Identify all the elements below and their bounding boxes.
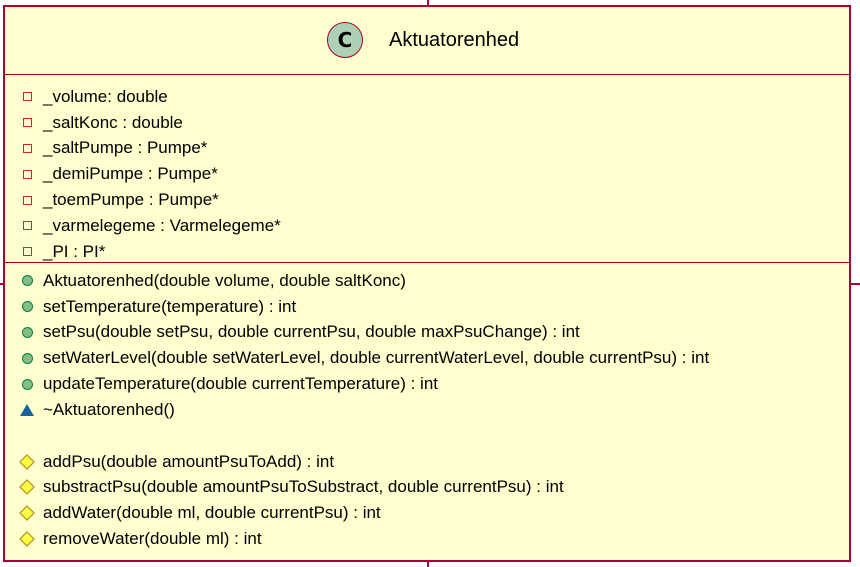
protected-visibility-icon bbox=[19, 531, 35, 547]
private-visibility-icon bbox=[19, 244, 35, 260]
private-visibility-icon bbox=[19, 166, 35, 182]
method-row: addPsu(double amountPsuToAdd) : int bbox=[5, 449, 849, 475]
public-visibility-icon bbox=[19, 350, 35, 366]
field-row: _saltPumpe : Pumpe* bbox=[5, 136, 849, 162]
method-text: ~Aktuatorenhed() bbox=[43, 399, 175, 419]
method-text: updateTemperature(double currentTemperat… bbox=[43, 374, 438, 394]
field-text: _volume: double bbox=[43, 86, 168, 106]
connector-left bbox=[0, 283, 4, 285]
private-visibility-icon bbox=[19, 192, 35, 208]
field-row: _toemPumpe : Pumpe* bbox=[5, 187, 849, 213]
fields-section: _volume: double _saltKonc : double _salt… bbox=[5, 75, 849, 263]
field-text: _PI : PI* bbox=[43, 241, 106, 261]
field-row: _saltKonc : double bbox=[5, 110, 849, 136]
field-row: _varmelegeme : Varmelegeme* bbox=[5, 213, 849, 239]
private-visibility-icon bbox=[19, 218, 35, 234]
method-text: setTemperature(temperature) : int bbox=[43, 296, 297, 316]
method-row: addWater(double ml, double currentPsu) :… bbox=[5, 500, 849, 526]
connector-bottom bbox=[427, 561, 429, 567]
method-row: setWaterLevel(double setWaterLevel, doub… bbox=[5, 345, 849, 371]
private-visibility-icon bbox=[19, 115, 35, 131]
protected-visibility-icon bbox=[19, 505, 35, 522]
field-text: _saltPumpe : Pumpe* bbox=[43, 138, 208, 158]
field-row: _PI : PI* bbox=[5, 239, 849, 265]
field-row: _demiPumpe : Pumpe* bbox=[5, 161, 849, 187]
method-row: substractPsu(double amountPsuToSubstract… bbox=[5, 475, 849, 501]
private-visibility-icon bbox=[19, 140, 35, 156]
method-row: setPsu(double setPsu, double currentPsu,… bbox=[5, 320, 849, 346]
method-text: addPsu(double amountPsuToAdd) : int bbox=[43, 451, 335, 471]
public-visibility-icon bbox=[19, 376, 35, 392]
method-text: setPsu(double setPsu, double currentPsu,… bbox=[43, 322, 580, 342]
field-text: _demiPumpe : Pumpe* bbox=[43, 164, 218, 184]
field-text: _saltKonc : double bbox=[43, 112, 183, 132]
method-row: setTemperature(temperature) : int bbox=[5, 294, 849, 320]
method-row: removeWater(double ml) : int bbox=[5, 526, 849, 552]
method-text: Aktuatorenhed(double volume, double salt… bbox=[43, 270, 406, 290]
connector-top bbox=[427, 0, 429, 6]
public-visibility-icon bbox=[19, 273, 35, 289]
class-name: Aktuatorenhed bbox=[389, 29, 520, 51]
method-group-separator bbox=[5, 423, 849, 449]
method-row: ~Aktuatorenhed() bbox=[5, 397, 849, 423]
private-visibility-icon bbox=[19, 89, 35, 105]
class-header: C Aktuatorenhed bbox=[5, 7, 849, 75]
public-visibility-icon bbox=[19, 324, 35, 340]
protected-visibility-icon bbox=[19, 453, 35, 470]
field-row: _volume: double bbox=[5, 84, 849, 110]
connector-right bbox=[850, 283, 860, 285]
protected-visibility-icon bbox=[19, 479, 35, 496]
methods-section: Aktuatorenhed(double volume, double salt… bbox=[5, 263, 849, 552]
method-row: Aktuatorenhed(double volume, double salt… bbox=[5, 268, 849, 294]
package-visibility-icon bbox=[19, 402, 35, 418]
method-text: addWater(double ml, double currentPsu) :… bbox=[43, 503, 381, 523]
method-text: removeWater(double ml) : int bbox=[43, 529, 262, 549]
class-stereotype-icon: C bbox=[327, 22, 363, 58]
method-text: setWaterLevel(double setWaterLevel, doub… bbox=[43, 348, 710, 368]
public-visibility-icon bbox=[19, 299, 35, 315]
field-text: _toemPumpe : Pumpe* bbox=[43, 190, 219, 210]
field-text: _varmelegeme : Varmelegeme* bbox=[43, 215, 281, 235]
class-box[interactable]: C Aktuatorenhed _volume: double _saltKon… bbox=[3, 5, 851, 562]
method-text: substractPsu(double amountPsuToSubstract… bbox=[43, 477, 564, 497]
method-row: updateTemperature(double currentTemperat… bbox=[5, 371, 849, 397]
